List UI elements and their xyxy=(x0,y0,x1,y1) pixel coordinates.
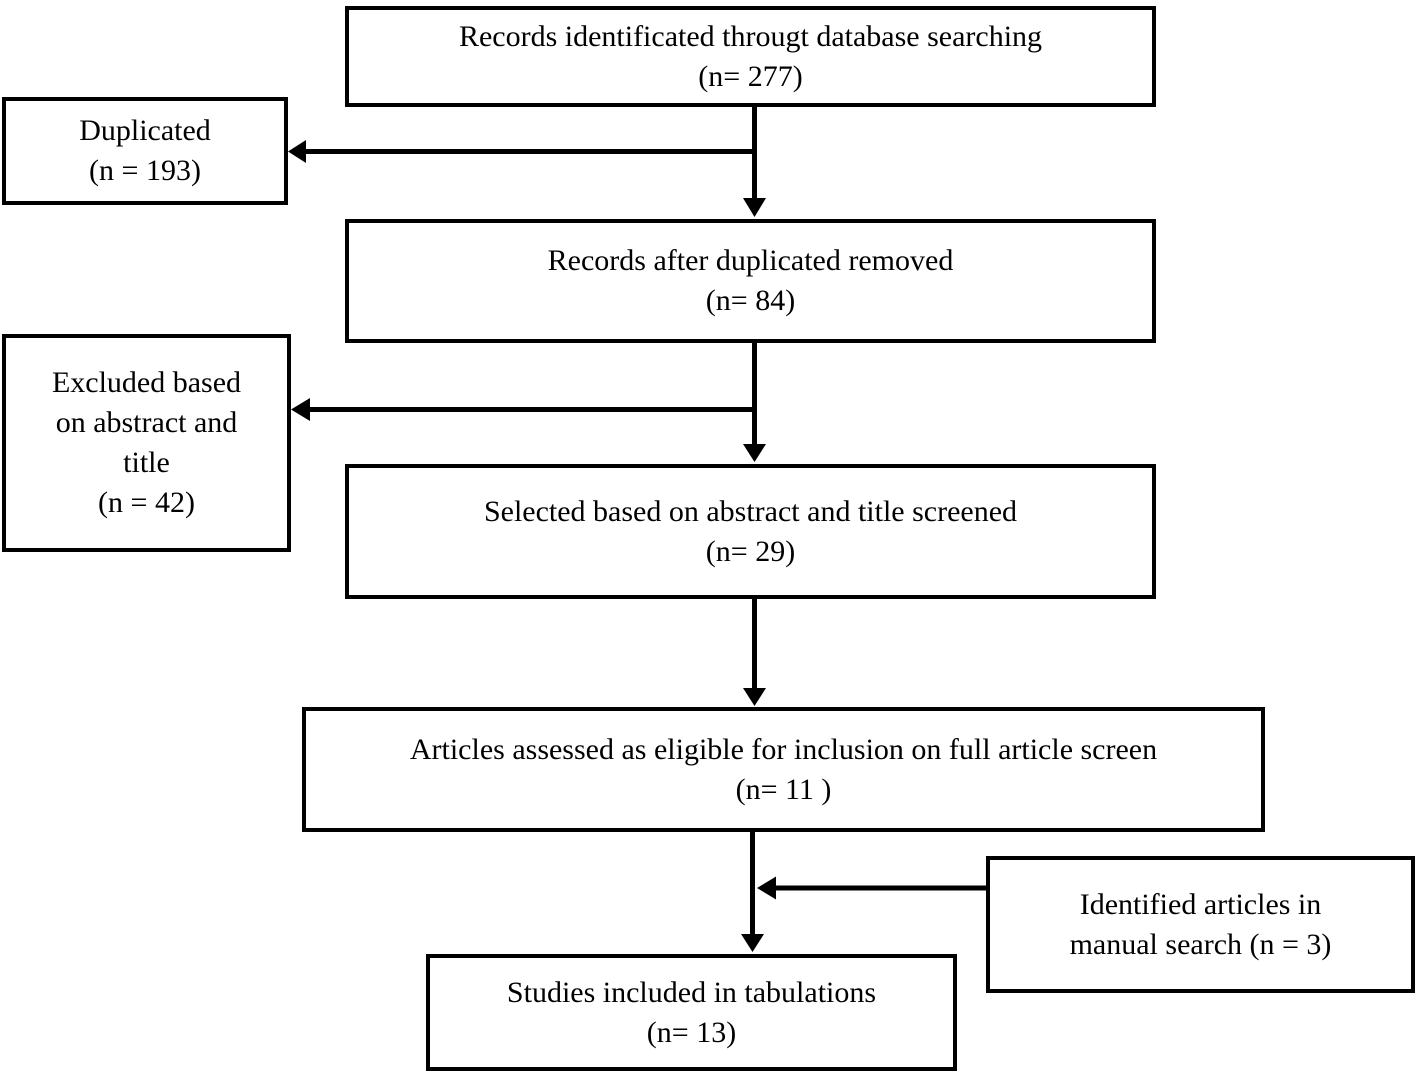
arrow-identified-to-duplicated xyxy=(288,140,756,163)
node-count: (n= 277) xyxy=(698,59,803,93)
node-full-article-screen: Articles assessed as eligible for inclus… xyxy=(302,707,1265,832)
node-label: Records after duplicated removed xyxy=(547,244,954,277)
node-count: (n = 193) xyxy=(89,154,201,187)
node-count: (n= 84) xyxy=(705,284,796,317)
node-count: (n= 29) xyxy=(705,534,796,568)
node-records-identified: Records identificated througt database s… xyxy=(345,6,1156,107)
node-label: Studies included in tabulations xyxy=(506,975,877,1009)
arrow-full-screen-to-included xyxy=(741,831,764,952)
node-label: Excluded based xyxy=(51,366,242,399)
arrow-identified-to-after-duplicates xyxy=(743,106,766,217)
node-label: Articles assessed as eligible for inclus… xyxy=(409,732,1158,766)
node-label: Identified articles in xyxy=(1079,887,1322,921)
node-label: on abstract and xyxy=(55,406,238,439)
node-manual-search: Identified articles in manual search (n … xyxy=(986,856,1415,993)
arrow-after-duplicates-to-selected xyxy=(743,342,766,462)
node-studies-included: Studies included in tabulations (n= 13) xyxy=(426,954,957,1071)
node-records-after-duplicates: Records after duplicated removed (n= 84) xyxy=(345,219,1156,343)
node-label: title xyxy=(123,446,170,479)
arrow-manual-search-to-flow xyxy=(757,876,986,900)
node-label: Duplicated xyxy=(79,114,211,147)
node-label: Selected based on abstract and title scr… xyxy=(483,494,1018,528)
node-duplicated: Duplicated (n = 193) xyxy=(2,97,288,205)
arrow-selected-to-full-screen xyxy=(743,598,766,706)
node-count: (n= 13) xyxy=(646,1015,737,1049)
node-excluded-abstract-title: Excluded based on abstract and title (n … xyxy=(2,334,291,552)
node-count: (n= 11 ) xyxy=(735,772,832,806)
node-count: (n = 42) xyxy=(98,486,195,519)
arrow-after-duplicates-to-excluded xyxy=(291,398,756,421)
node-label: Records identificated througt database s… xyxy=(458,19,1043,53)
node-label: manual search (n = 3) xyxy=(1069,927,1332,961)
node-selected-abstract-title: Selected based on abstract and title scr… xyxy=(345,464,1156,599)
